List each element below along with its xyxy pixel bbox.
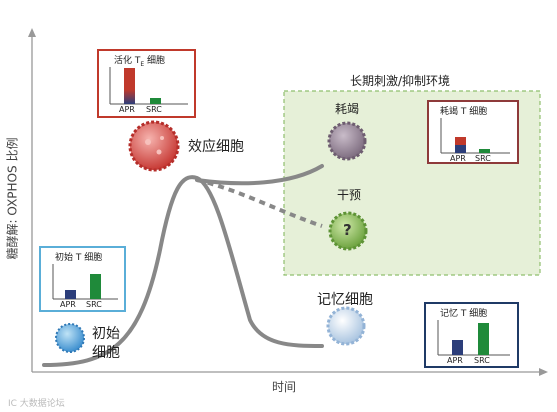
axes — [28, 28, 548, 376]
environment-label: 长期刺激/抑制环境 — [350, 74, 451, 88]
memory-apr-bar — [452, 340, 463, 355]
intervention-label: 干预 — [337, 188, 362, 202]
exhausted-src-bar — [479, 149, 490, 153]
exhausted-mini-chart — [427, 100, 519, 164]
effector-src-bar — [150, 98, 161, 104]
naive-cell-label-line2: 细胞 — [92, 345, 120, 361]
effector-mini-chart — [97, 49, 196, 118]
effector-apr-bar — [124, 68, 135, 104]
effector-box-title: 活化 TE 细胞 — [114, 56, 166, 68]
exhaustion-curve — [195, 164, 324, 186]
memory-cell-icon — [326, 306, 366, 346]
effector-cell-icon — [128, 120, 180, 172]
naive-apr-label: APR — [60, 300, 76, 309]
memory-cell-label: 记忆细胞 — [317, 292, 373, 308]
memory-src-bar — [478, 323, 489, 355]
naive-mini-chart — [39, 246, 126, 312]
exhausted-apr-label: APR — [450, 154, 466, 163]
intervention-question-mark: ? — [343, 221, 352, 239]
trajectory-curve — [42, 175, 324, 367]
intervention-cell-icon — [328, 211, 368, 251]
naive-src-bar — [90, 274, 101, 299]
exhausted-src-label: SRC — [475, 154, 491, 163]
memory-mini-chart — [424, 302, 519, 368]
y-axis-title: 糖酵解: OXPHOS 比例 — [5, 137, 20, 260]
x-axis-title: 时间 — [272, 380, 297, 394]
naive-cell-label-line1: 初始 — [92, 326, 120, 342]
naive-src-label: SRC — [86, 300, 102, 309]
naive-apr-bar — [65, 290, 76, 299]
naive-box-title: 初始 T 细胞 — [55, 253, 103, 263]
effector-src-label: SRC — [146, 105, 162, 114]
memory-box-title: 记忆 T 细胞 — [440, 309, 488, 319]
naive-cell-icon — [55, 323, 85, 353]
exhausted-label: 耗竭 — [335, 102, 360, 116]
exhausted-box-title: 耗竭 T 细胞 — [440, 107, 488, 117]
exhausted-cell-icon — [327, 121, 367, 161]
intervention-dashed-curve — [196, 178, 323, 228]
watermark: IC 大数据论坛 — [8, 399, 65, 409]
effector-cell-label: 效应细胞 — [188, 139, 244, 155]
memory-apr-label: APR — [447, 356, 463, 365]
memory-src-label: SRC — [474, 356, 490, 365]
effector-apr-label: APR — [119, 105, 135, 114]
